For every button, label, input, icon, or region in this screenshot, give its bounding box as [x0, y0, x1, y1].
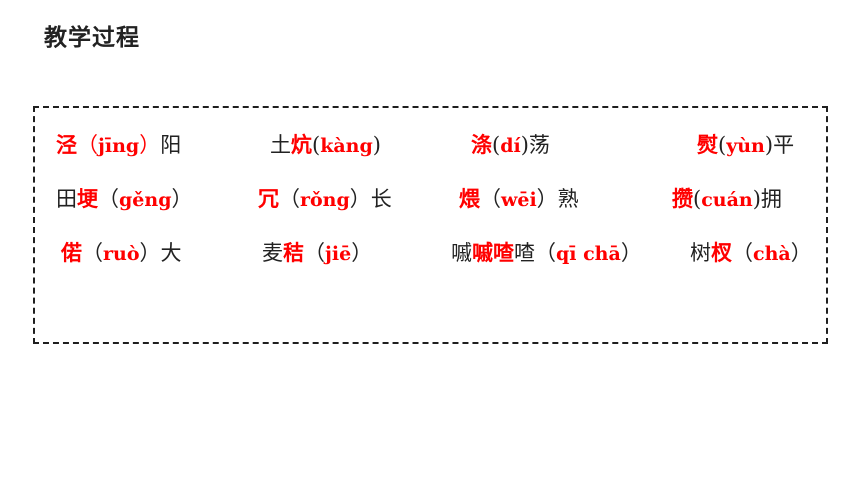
word-prefix: 树	[690, 241, 711, 265]
word-di-dang: 涤(dí)荡	[471, 131, 550, 160]
word-suffix: 阳	[160, 133, 182, 157]
pinyin-open: （	[98, 187, 119, 211]
word-mai-jie: 麦秸（jiē）	[262, 239, 372, 268]
word-key-char: 杈	[711, 240, 732, 265]
pinyin-open: （	[82, 241, 103, 265]
word-suffix: 拥	[760, 187, 782, 211]
pinyin: rǒng	[300, 189, 350, 211]
pinyin: chà	[753, 243, 791, 265]
word-key-char: 泾	[56, 132, 77, 157]
pinyin-open: (	[718, 133, 727, 157]
word-tian-geng: 田埂（gěng）	[56, 185, 192, 214]
word-prefix: 麦	[262, 241, 283, 265]
word-prefix: 土	[270, 133, 291, 157]
word-cuan-yong: 攒(cuán)拥	[672, 185, 782, 214]
word-key-char: 煨	[459, 186, 480, 211]
pinyin-close: )	[764, 133, 774, 157]
pinyin-close: ）	[790, 241, 812, 265]
word-key-char: 涤	[471, 132, 492, 157]
pinyin: ruò	[103, 243, 140, 265]
word-suffix: 熟	[557, 187, 579, 211]
pinyin-open: (	[693, 187, 702, 211]
page-title: 教学过程	[44, 25, 140, 51]
pinyin-open: (	[492, 133, 501, 157]
vocabulary-box	[33, 106, 828, 344]
word-key-char: 炕	[291, 132, 312, 157]
word-prefix: 嘁	[451, 241, 472, 265]
word-ruo-da: 偌（ruò）大	[61, 239, 182, 268]
pinyin-open: （	[279, 187, 300, 211]
pinyin-close: ）	[536, 187, 558, 211]
word-wei-shu: 煨（wēi）熟	[459, 185, 579, 214]
pinyin-close: )	[372, 133, 381, 157]
pinyin-close: ）	[351, 241, 373, 265]
pinyin-close: ）	[139, 133, 161, 157]
pinyin-open: （	[304, 241, 325, 265]
pinyin: jiē	[325, 243, 352, 265]
word-shu-cha: 树杈（chà）	[690, 239, 812, 268]
word-jing-yang: 泾（jīng）阳	[56, 131, 181, 160]
word-key-char: 秸	[283, 240, 304, 265]
pinyin-open: (	[312, 133, 321, 157]
pinyin: dí	[500, 135, 521, 157]
word-suffix: 平	[773, 133, 795, 157]
pinyin-open: （	[732, 241, 753, 265]
pinyin-open: （	[480, 187, 501, 211]
word-key-char: 嘁喳	[472, 240, 514, 265]
word-key-char: 熨	[697, 132, 718, 157]
pinyin-close: )	[520, 133, 529, 157]
pinyin-close: ）	[171, 187, 193, 211]
word-key-char: 冗	[258, 186, 279, 211]
word-key-char: 偌	[61, 240, 82, 265]
word-suffix: 荡	[528, 133, 550, 157]
pinyin: wēi	[501, 189, 537, 211]
word-qi-cha: 嘁嘁喳喳（qī chā）	[451, 239, 642, 268]
word-suffix: 大	[160, 241, 182, 265]
pinyin-close: )	[752, 187, 761, 211]
pinyin: jīng	[98, 135, 140, 157]
pinyin: yùn	[726, 135, 765, 157]
word-key-char: 埂	[77, 186, 98, 211]
word-rong-chang: 冗（rǒng）长	[258, 185, 392, 214]
word-key-char: 攒	[672, 186, 693, 211]
pinyin-close: ）	[139, 241, 161, 265]
word-prefix: 田	[56, 187, 77, 211]
pinyin: gěng	[119, 189, 172, 211]
word-yun-ping: 熨(yùn)平	[697, 131, 794, 160]
pinyin: cuán	[701, 189, 753, 211]
word-suffix: 长	[370, 187, 392, 211]
word-tu-kang: 土炕(kàng)	[270, 131, 381, 160]
pinyin: kàng	[320, 135, 373, 157]
pinyin-close: ）	[349, 187, 371, 211]
word-suffix-with-pinyin: 喳（qī chā）	[514, 241, 642, 265]
pinyin-open: （	[77, 133, 98, 157]
